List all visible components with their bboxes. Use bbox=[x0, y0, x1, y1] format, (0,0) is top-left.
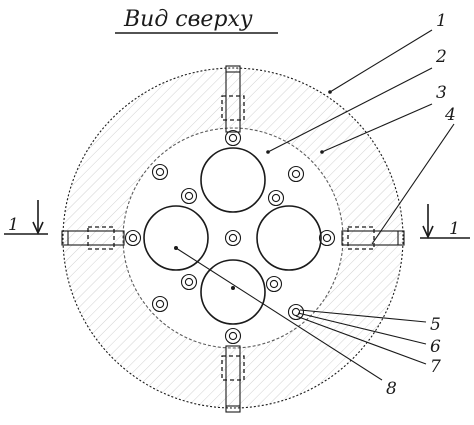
bolt-outer-5 bbox=[287, 165, 305, 183]
bolt-outer-3 bbox=[318, 229, 336, 247]
callout-1: 1 bbox=[436, 11, 447, 31]
bolt-inner-11 bbox=[269, 279, 279, 289]
bolt-inner-9 bbox=[271, 193, 281, 203]
bolt-inner-2 bbox=[128, 233, 138, 243]
large-circle-left bbox=[143, 205, 209, 271]
leader-lines bbox=[174, 29, 455, 381]
leader-1 bbox=[329, 29, 433, 93]
arm-left bbox=[61, 226, 125, 250]
bolt-outer-11 bbox=[265, 275, 283, 293]
leader-2 bbox=[267, 67, 433, 153]
callout-8: 8 bbox=[386, 379, 397, 399]
bolt-inner-1 bbox=[228, 331, 238, 341]
leader-3 bbox=[321, 103, 433, 153]
bolt-outer-10 bbox=[180, 273, 198, 291]
leader-4 bbox=[371, 123, 455, 245]
bolt-inner-3 bbox=[322, 233, 332, 243]
bolt-outer-9 bbox=[267, 189, 285, 207]
callout-labels: 1 2 3 4 5 6 7 8 bbox=[386, 11, 456, 399]
arm-right bbox=[341, 226, 405, 250]
callout-7: 7 bbox=[430, 357, 441, 377]
bolt-outer-8 bbox=[180, 187, 198, 205]
bolt-outer-12 bbox=[224, 229, 242, 247]
callout-4: 4 bbox=[444, 105, 456, 125]
callout-2: 2 bbox=[435, 47, 447, 67]
leader-5 bbox=[299, 309, 427, 323]
arm-top bbox=[221, 65, 245, 133]
bolt-inner-12 bbox=[228, 233, 238, 243]
inner-circle bbox=[122, 127, 344, 349]
bolt-inner-6 bbox=[155, 299, 165, 309]
callout-5: 5 bbox=[430, 315, 441, 335]
large-circle-bottom bbox=[200, 259, 266, 325]
leader-7 bbox=[295, 315, 427, 365]
outer-circle bbox=[62, 67, 404, 409]
callout-3: 3 bbox=[436, 83, 447, 103]
bolt-outer-4 bbox=[151, 163, 169, 181]
bolt-inner-7 bbox=[291, 307, 301, 317]
leader-6 bbox=[297, 312, 427, 345]
bolt-inner-0 bbox=[228, 133, 238, 143]
ring-hatching bbox=[63, 68, 403, 408]
bolt-outer-7 bbox=[287, 303, 305, 321]
leader-8 bbox=[175, 247, 383, 381]
large-circles bbox=[143, 147, 322, 325]
bolt-outer-6 bbox=[151, 295, 169, 313]
title-group: Вид сверху bbox=[115, 7, 278, 34]
bolt-inner-5 bbox=[291, 169, 301, 179]
bolt-inner-10 bbox=[184, 277, 194, 287]
bolt-inner-4 bbox=[155, 167, 165, 177]
callout-6: 6 bbox=[430, 337, 441, 357]
section-mark-right: 1 bbox=[420, 204, 470, 239]
bolt-inner-8 bbox=[184, 191, 194, 201]
bolt-group bbox=[124, 129, 336, 345]
large-circle-right bbox=[256, 205, 322, 271]
bolt-outer-0 bbox=[224, 129, 242, 147]
section-label-right: 1 bbox=[449, 219, 460, 239]
section-mark-left: 1 bbox=[4, 200, 48, 235]
section-label-left: 1 bbox=[8, 215, 19, 235]
large-circle-top bbox=[200, 147, 266, 213]
view-title: Вид сверху bbox=[123, 7, 253, 32]
arm-bottom bbox=[221, 345, 245, 413]
outer-ring bbox=[62, 67, 404, 409]
bolt-outer-2 bbox=[124, 229, 142, 247]
bolt-outer-1 bbox=[224, 327, 242, 345]
